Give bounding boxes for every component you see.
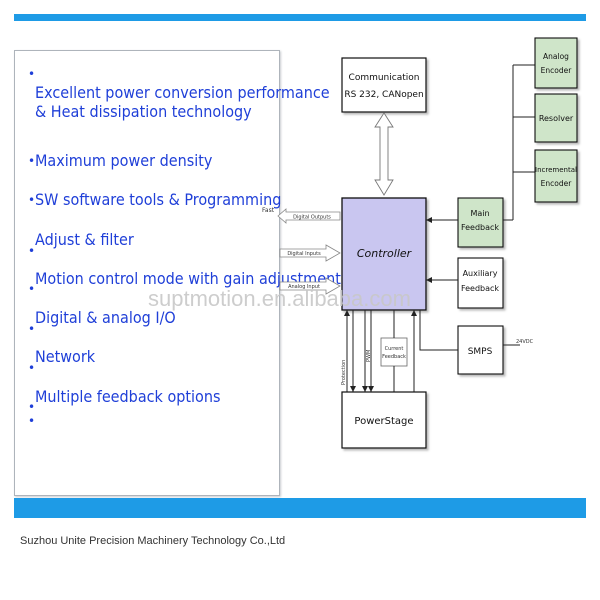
bullet-icon: • — [28, 244, 36, 258]
analog-encoder-label: Analog — [543, 52, 569, 61]
aux-feedback-box — [457, 257, 504, 309]
communication-label: Communication — [349, 73, 420, 83]
company-name: Suzhou Unite Precision Machinery Technol… — [20, 535, 286, 547]
power-stage-box — [341, 391, 427, 449]
bullet-icon: • — [28, 193, 36, 207]
feature-item: Excellent power conversion performance — [35, 83, 330, 102]
bullet-icon: • — [28, 414, 36, 428]
incremental-encoder-label-2: Encoder — [541, 179, 573, 188]
digital-outputs-arrow: Digital Outputs — [277, 208, 341, 224]
smps-label: SMPS — [468, 347, 493, 357]
controller-label: Controller — [357, 247, 413, 260]
analog-input-arrow: Analog Input — [279, 277, 341, 295]
aux-feedback-label-2: Feedback — [461, 284, 499, 293]
feature-item: & Heat dissipation technology — [35, 102, 252, 121]
main-feedback-label-2: Feedback — [461, 223, 499, 232]
protection-label: Protection — [341, 360, 347, 385]
analog-encoder-label-2: Encoder — [541, 66, 573, 75]
controller-power-links — [346, 310, 415, 392]
feature-item: Motion control mode with gain adjustment — [35, 269, 341, 288]
top-accent-bar — [14, 14, 586, 21]
bullet-icon: • — [28, 154, 36, 168]
bullet-icon: • — [28, 67, 36, 81]
analog-encoder-box — [534, 37, 578, 89]
fast-label: Fast — [262, 207, 275, 214]
resolver-box — [534, 93, 578, 143]
feature-item: Adjust & filter — [35, 230, 134, 249]
digital-inputs-label: Digital Inputs — [287, 251, 321, 257]
link-arrowheads — [344, 310, 417, 392]
vdc-label: 24VDC — [516, 339, 534, 345]
bullet-icon: • — [28, 400, 36, 414]
analog-input-label: Analog Input — [288, 284, 320, 290]
pwm-label: PWM — [366, 350, 372, 362]
feature-item: Digital & analog I/O — [35, 308, 176, 327]
bullet-icon: • — [28, 322, 36, 336]
digital-outputs-label: Digital Outputs — [293, 215, 331, 221]
main-feedback-label: Main — [470, 209, 489, 218]
incremental-encoder-label: Incremental — [535, 166, 577, 174]
comm-controller-arrow — [374, 112, 394, 196]
bullet-icon: • — [28, 282, 36, 296]
main-feedback-box — [457, 197, 504, 248]
feature-item: Network — [35, 347, 96, 366]
current-feedback-box — [380, 337, 408, 367]
aux-feedback-label: Auxiliary — [463, 269, 498, 278]
digital-inputs-arrow: Digital Inputs — [279, 244, 341, 262]
incremental-encoder-box — [534, 149, 578, 203]
communication-protocols-label: RS 232, CANopen — [344, 90, 423, 100]
bottom-accent-bar — [14, 498, 586, 518]
feature-item: SW software tools & Programming — [35, 190, 282, 209]
feature-item: Multiple feedback options — [35, 387, 221, 406]
power-stage-label: PowerStage — [354, 416, 413, 427]
bullet-icon: • — [28, 361, 36, 375]
watermark-text: suptmotion.en.alibaba.com — [148, 286, 411, 311]
resolver-label: Resolver — [539, 114, 574, 123]
features-panel: • Excellent power conversion performance… — [14, 50, 341, 496]
feature-item: Maximum power density — [35, 151, 213, 170]
feedback-arrowheads — [426, 217, 432, 283]
current-label: Current — [385, 346, 404, 352]
controller-box — [341, 197, 427, 311]
smps-box — [457, 325, 504, 375]
current-feedback-label: Feedback — [382, 354, 406, 360]
communication-box — [341, 57, 427, 113]
